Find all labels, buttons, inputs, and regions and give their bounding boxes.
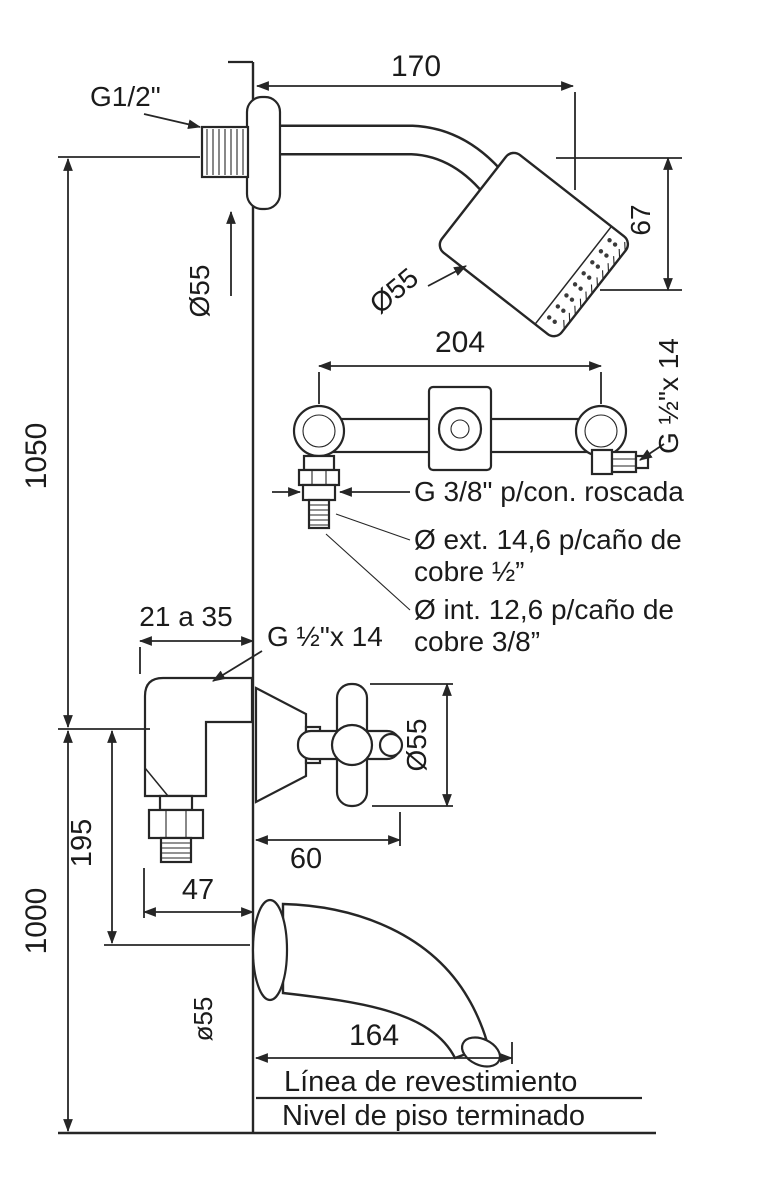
mixer-right-valve xyxy=(574,404,628,458)
dimension-lines xyxy=(58,81,682,1133)
cross-handle xyxy=(296,682,404,808)
spray-holes xyxy=(547,238,618,324)
label-dim-47: 47 xyxy=(182,874,214,906)
shower-wall-flange xyxy=(245,95,282,211)
label-finish-line: Línea de revestimiento xyxy=(284,1066,577,1098)
shower-arm xyxy=(263,124,515,206)
valve-bottom-fitting xyxy=(147,794,205,864)
head-rim-hatch xyxy=(563,241,626,330)
label-dim-164: 164 xyxy=(349,1019,399,1052)
leader-ext-note xyxy=(335,513,411,541)
label-g-thread-mid: G ½"x 14 xyxy=(267,621,383,652)
spout-flange xyxy=(251,898,289,1002)
label-g-thread-right: G ½"x 14 xyxy=(653,338,684,454)
label-dim-195: 195 xyxy=(66,819,98,867)
label-dim-60: 60 xyxy=(290,843,322,875)
mixer-right-fitting xyxy=(590,448,650,476)
label-dia-head: Ø55 xyxy=(364,262,424,320)
leader-int-note xyxy=(325,533,411,611)
label-g-thread-connection: G 3/8" p/con. roscada xyxy=(414,476,684,507)
label-note-int-1: Ø int. 12,6 p/caño de xyxy=(414,594,674,625)
mixer-left-fitting xyxy=(297,454,341,530)
label-dim-67: 67 xyxy=(625,204,656,235)
leader-g-thread-mid xyxy=(212,650,263,682)
label-dim-1000: 1000 xyxy=(20,888,53,955)
transfer-valve-body xyxy=(143,676,254,798)
threaded-nipple xyxy=(200,125,250,179)
mixer-center-valve xyxy=(427,385,493,472)
label-dim-21a35: 21 a 35 xyxy=(139,601,232,632)
label-dim-204: 204 xyxy=(435,326,485,359)
label-note-ext-2: cobre ½” xyxy=(414,556,525,587)
mixer-left-valve xyxy=(292,404,346,458)
label-note-int-2: cobre 3/8” xyxy=(414,626,540,657)
leader-g-thread-right xyxy=(639,443,665,461)
label-dim-1050: 1050 xyxy=(20,423,53,490)
leader-head-diameter xyxy=(427,265,467,287)
leader-g-thread-top xyxy=(143,113,202,130)
label-g-thread-top: G1/2" xyxy=(90,81,161,112)
label-dia-spout-flange: ø55 xyxy=(188,997,218,1042)
label-dia-handle: Ø55 xyxy=(401,719,432,772)
label-note-ext-1: Ø ext. 14,6 p/caño de xyxy=(414,524,682,555)
label-dia-flange-top: Ø55 xyxy=(184,265,215,318)
label-dim-170: 170 xyxy=(391,50,441,83)
label-floor-line: Nivel de piso terminado xyxy=(282,1100,585,1132)
shower-head xyxy=(438,151,630,338)
